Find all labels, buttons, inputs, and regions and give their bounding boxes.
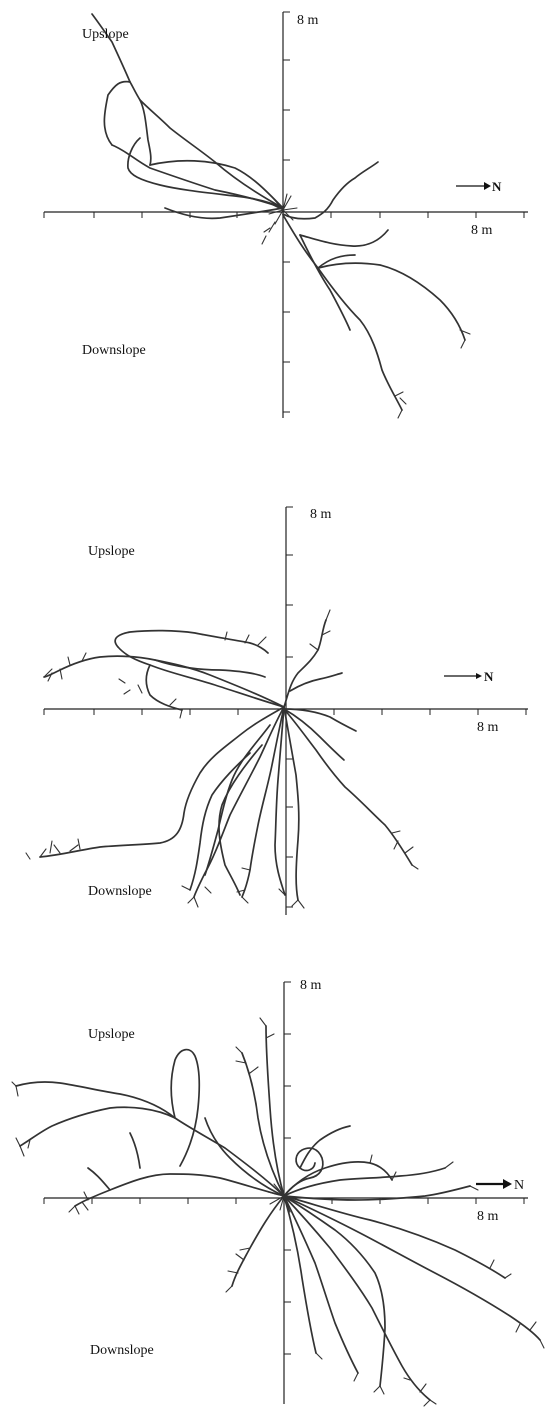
upslope-label: Upslope bbox=[88, 1027, 135, 1042]
root-system-2 bbox=[26, 610, 418, 908]
root-map-panel-1: N Upslope Downslope 8 m 8 m bbox=[0, 0, 546, 430]
north-arrow bbox=[456, 182, 491, 190]
root-map-panel-2: N Upslope Downslope 8 m 8 m bbox=[0, 495, 546, 925]
downslope-label: Downslope bbox=[88, 884, 152, 899]
x-axis-scale-label: 8 m bbox=[471, 223, 493, 238]
north-arrow bbox=[444, 673, 482, 679]
root-map-2: N Upslope Downslope 8 m 8 m bbox=[0, 495, 546, 925]
y-axis-scale-label: 8 m bbox=[297, 13, 319, 28]
y-axis-scale-label: 8 m bbox=[310, 507, 332, 522]
root-map-1: N Upslope Downslope 8 m 8 m bbox=[0, 0, 546, 430]
x-axis-scale-label: 8 m bbox=[477, 720, 499, 735]
north-label: N bbox=[484, 669, 494, 684]
downslope-label: Downslope bbox=[82, 343, 146, 358]
y-ticks bbox=[286, 507, 293, 907]
root-system-1 bbox=[92, 14, 470, 418]
north-label: N bbox=[492, 179, 502, 194]
root-map-panel-3: N Upslope Downslope 8 m 8 m bbox=[0, 968, 546, 1408]
north-arrow bbox=[476, 1179, 512, 1189]
y-axis-scale-label: 8 m bbox=[300, 978, 322, 993]
y-ticks bbox=[284, 982, 291, 1354]
x-axis-scale-label: 8 m bbox=[477, 1209, 499, 1224]
north-label: N bbox=[514, 1178, 524, 1193]
root-map-3: N Upslope Downslope 8 m 8 m bbox=[0, 968, 546, 1408]
downslope-label: Downslope bbox=[90, 1343, 154, 1358]
upslope-label: Upslope bbox=[82, 27, 129, 42]
upslope-label: Upslope bbox=[88, 544, 135, 559]
